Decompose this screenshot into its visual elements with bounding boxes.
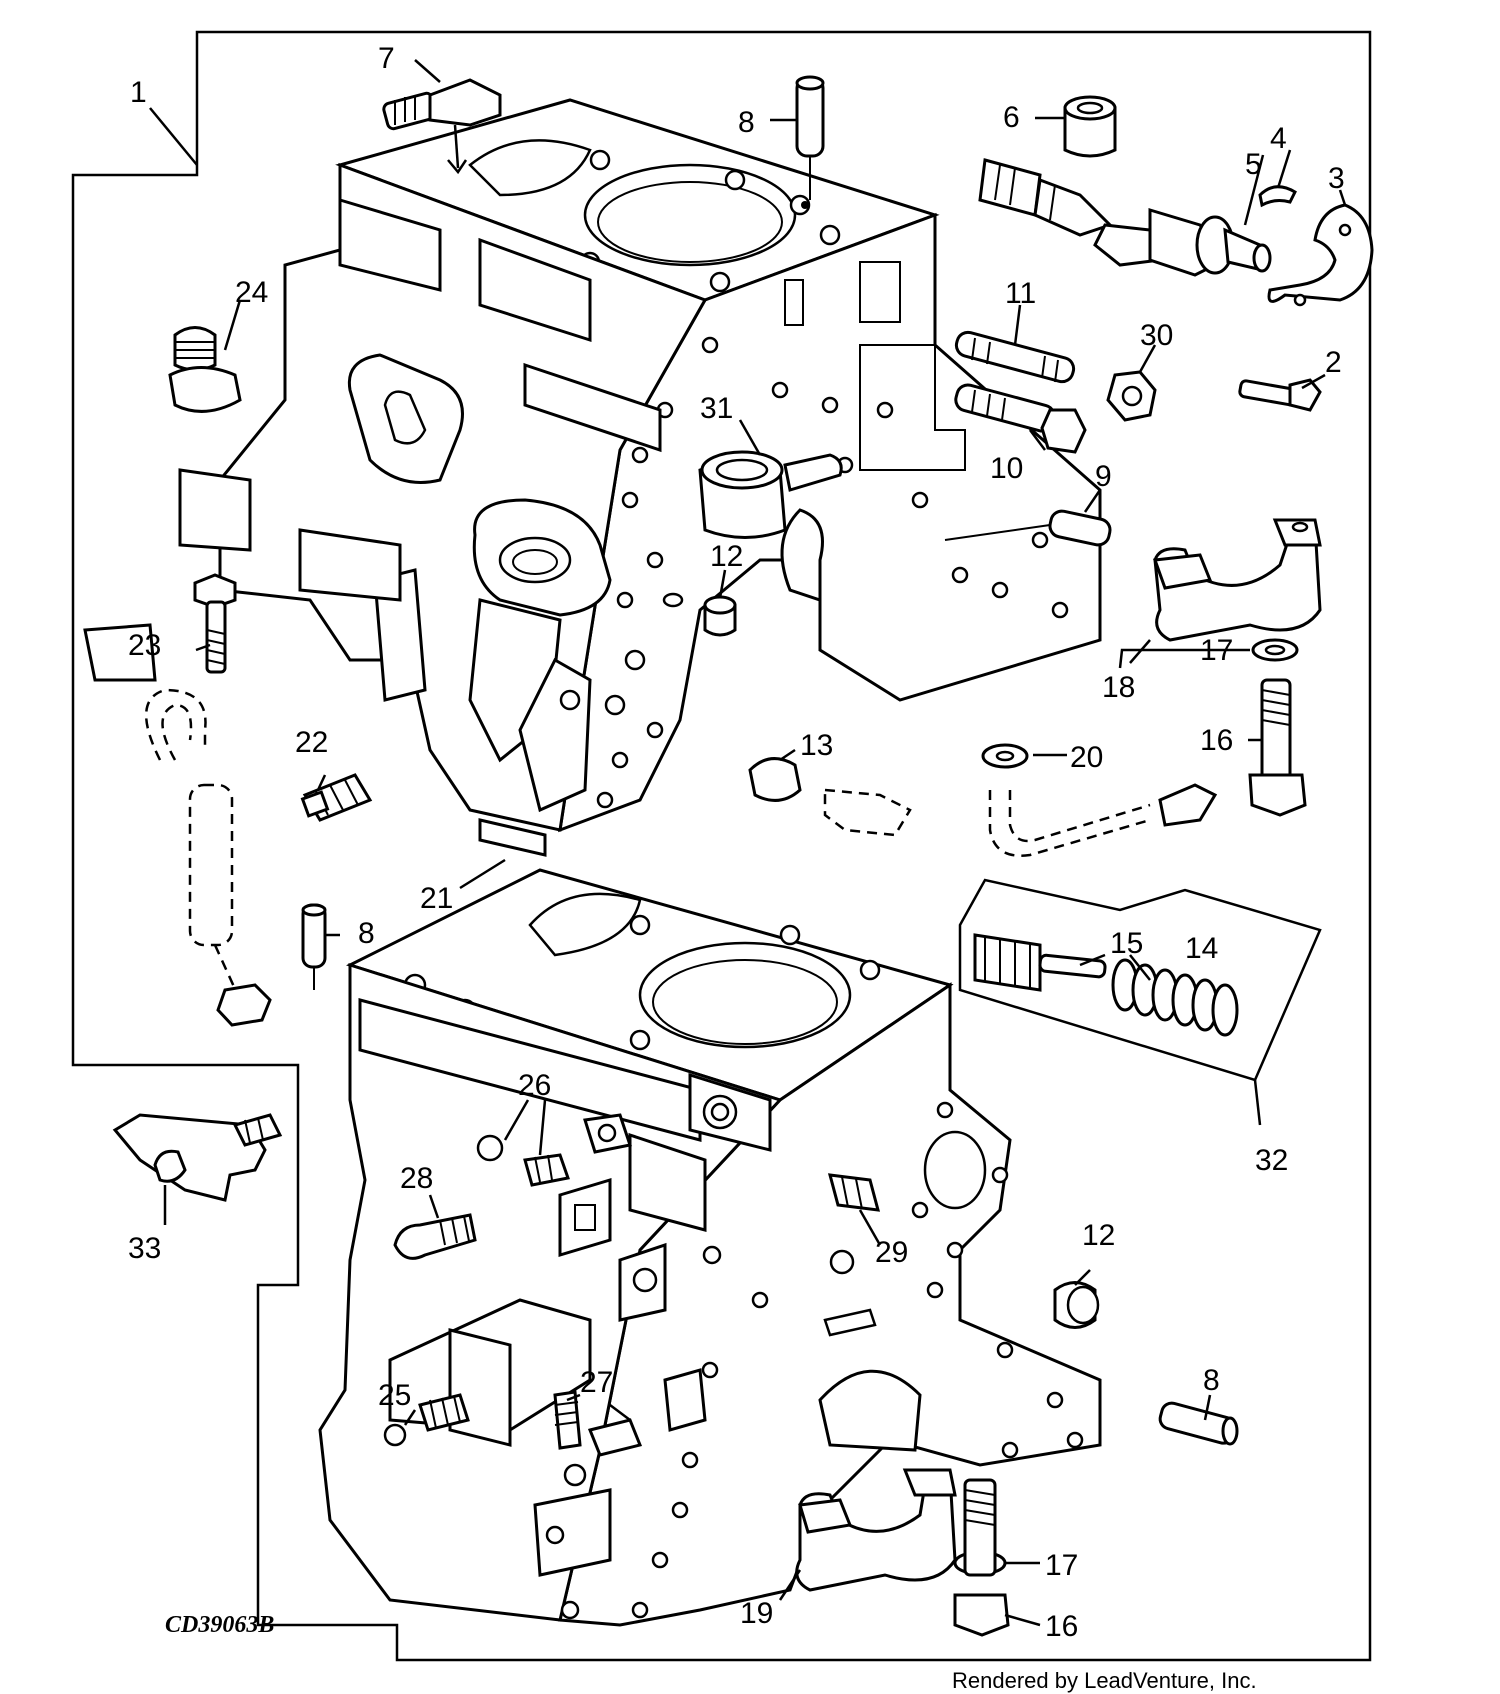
callout-2: 2 bbox=[1325, 346, 1342, 379]
upper-cylinder-block bbox=[83, 98, 1102, 857]
callout-12-bottom: 12 bbox=[1082, 1219, 1115, 1252]
callout-23: 23 bbox=[128, 629, 161, 662]
part-25-plug bbox=[383, 1393, 470, 1447]
render-credit: Rendered by LeadVenture, Inc. bbox=[952, 1668, 1257, 1693]
part-5-camshaft bbox=[978, 158, 1272, 277]
callout-27: 27 bbox=[580, 1366, 613, 1399]
callout-26: 26 bbox=[518, 1069, 551, 1102]
part-11-stud bbox=[954, 330, 1076, 384]
part-14-spring bbox=[1111, 958, 1239, 1037]
callout-31: 31 bbox=[700, 392, 733, 425]
callout-25: 25 bbox=[378, 1379, 411, 1412]
callout-21: 21 bbox=[420, 882, 453, 915]
callout-3: 3 bbox=[1328, 162, 1345, 195]
callout-14: 14 bbox=[1185, 932, 1218, 965]
part-27-plugs bbox=[553, 1390, 643, 1487]
callout-7: 7 bbox=[378, 42, 395, 75]
part-18-bearing-cap bbox=[1152, 518, 1322, 642]
part-7-oil-fitting bbox=[382, 78, 502, 175]
part-31-bushing bbox=[698, 450, 843, 539]
part-13-plug bbox=[748, 757, 912, 837]
part-16-cap-screw-top bbox=[1248, 678, 1307, 817]
part-9-dowel bbox=[944, 509, 1112, 547]
callout-6: 6 bbox=[1003, 101, 1020, 134]
part-2-cap-screw bbox=[1238, 378, 1322, 412]
callout-22: 22 bbox=[295, 726, 328, 759]
part-23-cap-screw bbox=[193, 573, 237, 674]
lower-cylinder-block bbox=[318, 868, 1102, 1627]
part-12-plug-top bbox=[662, 592, 737, 637]
part-3-thrust-plate bbox=[1267, 203, 1374, 307]
callout-17-top: 17 bbox=[1200, 634, 1233, 667]
part-15-relief-valve bbox=[973, 933, 1107, 992]
callout-10: 10 bbox=[990, 452, 1023, 485]
part-8-dowel-pin-right bbox=[1158, 1401, 1239, 1446]
callout-9: 9 bbox=[1095, 460, 1112, 493]
part-19-bearing-cap bbox=[795, 1468, 957, 1592]
part-28-plug bbox=[393, 1213, 477, 1260]
callout-4: 4 bbox=[1270, 122, 1287, 155]
callout-19: 19 bbox=[740, 1597, 773, 1630]
callout-16-top: 16 bbox=[1200, 724, 1233, 757]
part-8-dowel-pin-top bbox=[795, 75, 825, 200]
callout-32: 32 bbox=[1255, 1144, 1288, 1177]
part-6-bushing bbox=[1063, 95, 1117, 158]
callout-28: 28 bbox=[400, 1162, 433, 1195]
part-32-relief-valve-box bbox=[958, 878, 1322, 1082]
part-20-washer bbox=[981, 743, 1218, 857]
callout-16-bottom: 16 bbox=[1045, 1610, 1078, 1643]
diagram-outline-frame bbox=[71, 30, 1372, 1662]
callout-labels: 1 2 3 4 5 6 7 8 8 8 9 10 11 12 12 13 14 … bbox=[128, 42, 1345, 1643]
callout-18: 18 bbox=[1102, 671, 1135, 704]
callout-17-bottom: 17 bbox=[1045, 1549, 1078, 1582]
part-26-plugs bbox=[476, 1113, 632, 1187]
part-4-woodruff-key bbox=[1258, 185, 1297, 208]
callout-24: 24 bbox=[235, 276, 268, 309]
figure-code: CD39063B bbox=[165, 1612, 274, 1638]
part-29-plug bbox=[827, 1173, 881, 1275]
callout-8-right: 8 bbox=[1203, 1364, 1220, 1397]
callout-33: 33 bbox=[128, 1232, 161, 1265]
callout-15: 15 bbox=[1110, 927, 1143, 960]
callout-8-top: 8 bbox=[738, 106, 755, 139]
callout-29: 29 bbox=[875, 1236, 908, 1269]
part-16-cap-screw-bottom bbox=[953, 1478, 1010, 1637]
callout-8-left: 8 bbox=[358, 917, 375, 950]
callout-20: 20 bbox=[1070, 741, 1103, 774]
part-21-dipstick bbox=[145, 688, 272, 1027]
callout-12-top: 12 bbox=[710, 540, 743, 573]
callout-5: 5 bbox=[1245, 148, 1262, 181]
part-24-plug bbox=[168, 326, 242, 413]
callout-13: 13 bbox=[800, 729, 833, 762]
part-30-nut bbox=[1106, 370, 1157, 422]
part-12-plug-bottom bbox=[1053, 1281, 1100, 1329]
part-33-clip bbox=[112, 1113, 283, 1202]
callout-11: 11 bbox=[1005, 277, 1036, 310]
callout-30: 30 bbox=[1140, 319, 1173, 352]
part-22-pipe-plug bbox=[300, 773, 373, 822]
part-17-washer-top bbox=[1251, 638, 1299, 662]
callout-1: 1 bbox=[130, 76, 147, 109]
part-8-dowel-pin-left bbox=[301, 903, 327, 990]
part-10-cap-screw bbox=[954, 383, 1087, 454]
leader-lines bbox=[149, 59, 1347, 1627]
